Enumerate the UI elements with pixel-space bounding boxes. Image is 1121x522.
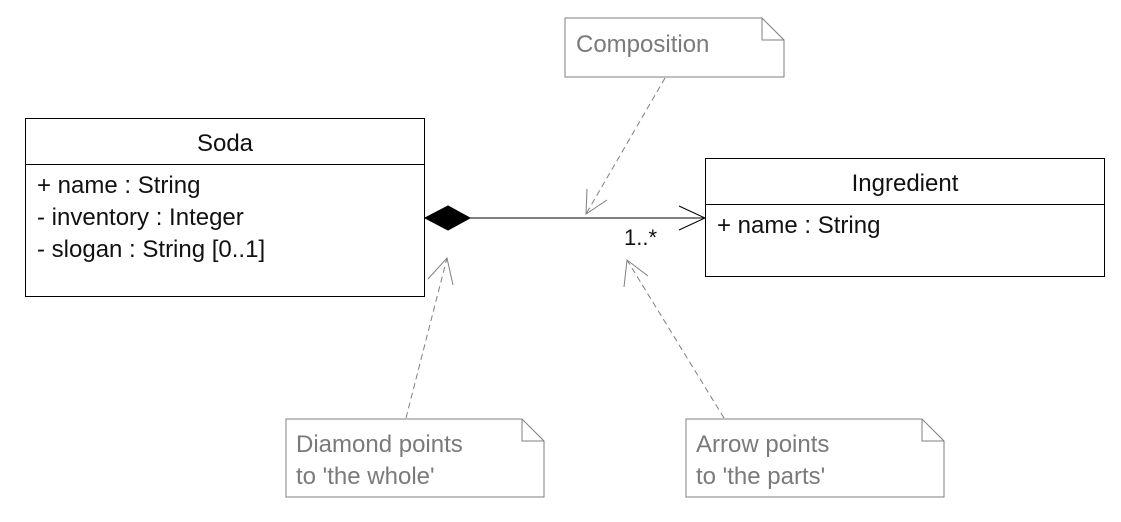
class-ingredient[interactable]: Ingredient + name : String <box>705 158 1105 277</box>
attribute: + name : String <box>37 172 201 199</box>
note-line: to 'the whole' <box>296 463 435 490</box>
class-soda-name: Soda <box>26 119 424 165</box>
note-line: Arrow points <box>696 431 830 458</box>
class-ingredient-name: Ingredient <box>706 159 1104 205</box>
note-diamond-pointer <box>405 256 454 419</box>
note-line: to 'the parts' <box>696 463 826 490</box>
class-ingredient-attributes: + name : String <box>706 205 1104 243</box>
note-arrow-shape <box>685 418 945 498</box>
note-line: Diamond points <box>296 431 463 458</box>
attribute: + name : String <box>717 212 881 239</box>
note-diamond-shape <box>285 418 545 498</box>
note-line: Composition <box>576 31 710 58</box>
attribute: - slogan : String [0..1] <box>37 236 266 263</box>
multiplicity-label: 1..* <box>624 225 658 250</box>
note-composition-pointer <box>585 77 666 215</box>
note-composition: Composition <box>576 29 709 61</box>
note-arrow: Arrow points to 'the parts' <box>696 429 829 493</box>
attribute: - inventory : Integer <box>37 204 244 231</box>
composition-diamond-icon <box>423 205 472 231</box>
class-soda-attributes: + name : String - inventory : Integer - … <box>26 165 424 267</box>
note-composition-shape <box>564 17 785 78</box>
note-arrow-pointer <box>623 259 725 419</box>
class-soda[interactable]: Soda + name : String - inventory : Integ… <box>25 118 425 297</box>
note-diamond: Diamond points to 'the whole' <box>296 429 463 493</box>
